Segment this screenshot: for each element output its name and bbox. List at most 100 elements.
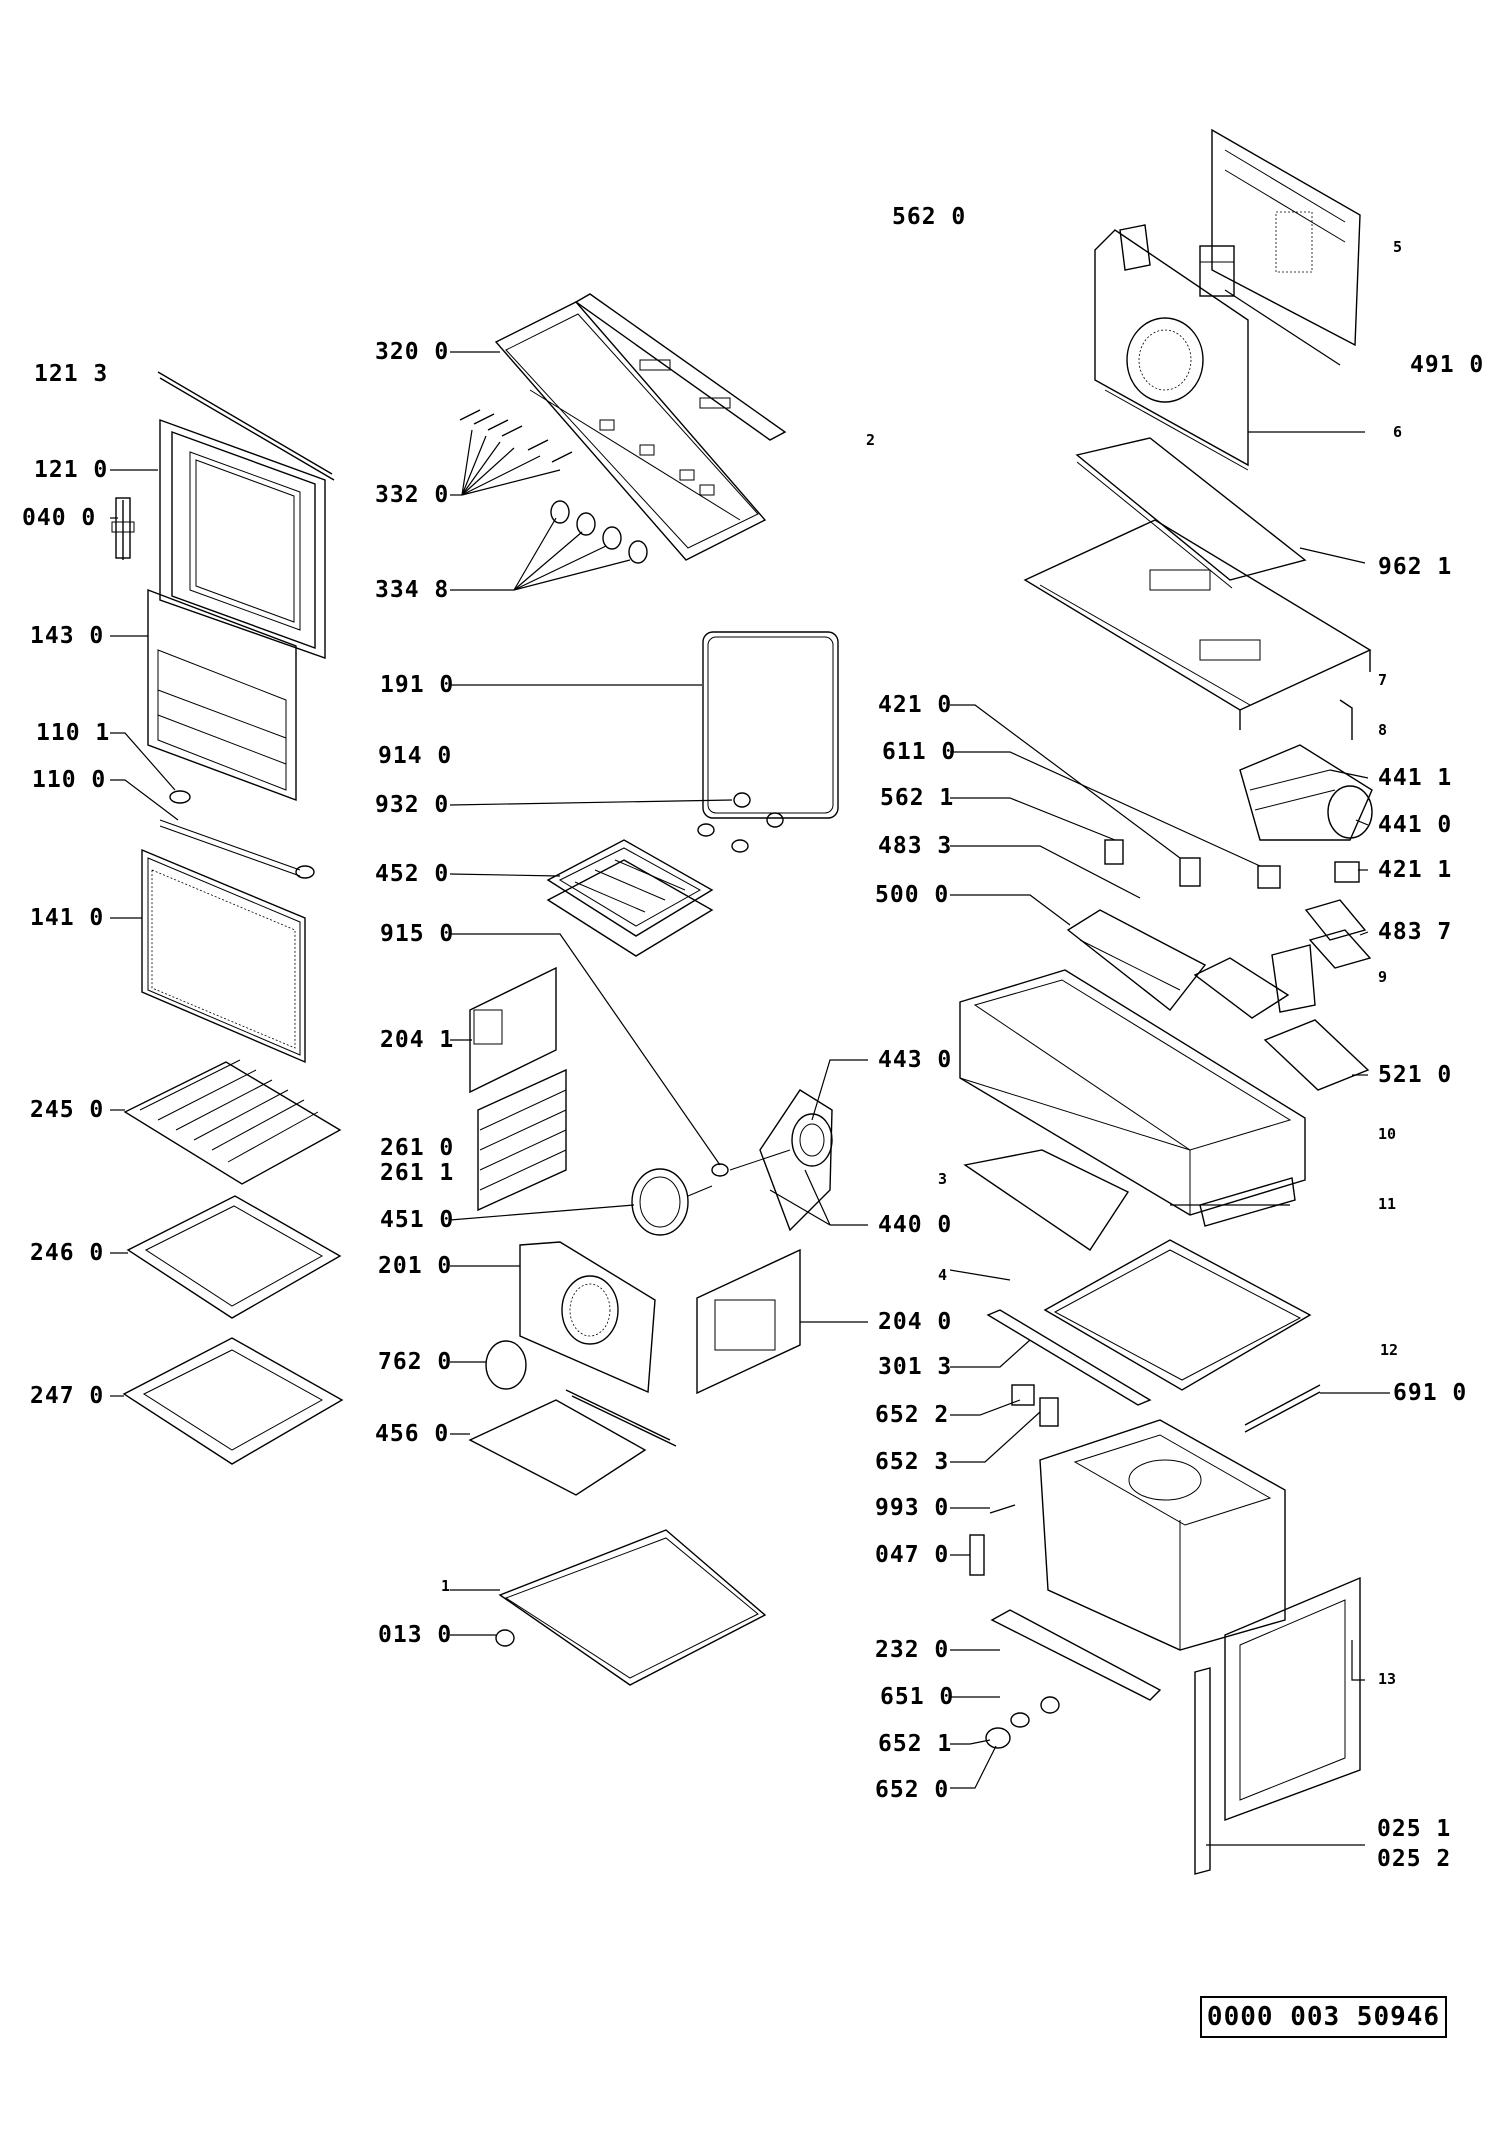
callout-201-0: 201 0 [378, 1253, 453, 1279]
callout-441-1: 441 1 [1378, 765, 1453, 791]
callout-652-2: 652 2 [875, 1402, 950, 1428]
callout-562-1: 562 1 [880, 785, 955, 811]
callout-652-3: 652 3 [875, 1449, 950, 1475]
callout-143-0: 143 0 [30, 623, 105, 649]
oven-bottom-plate [498, 1529, 767, 1686]
callout-013-0: 013 0 [378, 1622, 453, 1648]
control-panel-fascia [494, 301, 767, 561]
document-id-box: 0000 003 50946 [1200, 1996, 1447, 2038]
door-frame-side [1224, 1576, 1361, 1822]
callout-110-0: 110 0 [32, 767, 107, 793]
callout-932-0: 932 0 [375, 792, 450, 818]
circular-heating-element [631, 1168, 713, 1236]
timer-module [1066, 909, 1207, 1011]
index-13: 13 [1378, 1670, 1397, 1688]
index-9: 9 [1378, 968, 1388, 986]
fan-cover-disc [485, 1340, 527, 1390]
index-7: 7 [1378, 671, 1388, 689]
oven-shelf-rack [123, 1059, 342, 1185]
door-seal-strip [157, 371, 335, 481]
callout-121-3: 121 3 [34, 361, 109, 387]
callout-441-0: 441 0 [1378, 812, 1453, 838]
side-duct [963, 1149, 1130, 1251]
inner-back-panel [1094, 229, 1249, 471]
electronic-module [1263, 1019, 1370, 1091]
callout-651-0: 651 0 [880, 1684, 955, 1710]
callout-611-0: 611 0 [882, 739, 957, 765]
callout-483-3: 483 3 [878, 833, 953, 859]
index-8: 8 [1378, 721, 1388, 739]
front-trim-strip [1199, 1177, 1296, 1227]
insulation-strip [1075, 437, 1307, 589]
switches-group [1104, 839, 1360, 889]
relay-boards [1193, 899, 1372, 1019]
index-1: 1 [441, 1577, 451, 1595]
callout-452-0: 452 0 [375, 861, 450, 887]
index-6: 6 [1393, 423, 1403, 441]
callout-914-0: 914 0 [378, 743, 453, 769]
baking-tray-2 [122, 1337, 344, 1465]
foot-part [495, 1629, 515, 1647]
index-5: 5 [1393, 238, 1403, 256]
control-panel-strip [574, 293, 787, 441]
callout-491-0: 491 0 [1410, 352, 1485, 378]
callout-993-0: 993 0 [875, 1495, 950, 1521]
oven-cavity [1039, 1419, 1286, 1651]
callout-047-0: 047 0 [875, 1542, 950, 1568]
screw-part [989, 1504, 1016, 1514]
callout-261-0: 261 0 [380, 1135, 455, 1161]
callout-204-1: 204 1 [380, 1027, 455, 1053]
callout-421-0: 421 0 [878, 692, 953, 718]
callout-652-1: 652 1 [878, 1731, 953, 1757]
grill-heating-element [546, 839, 714, 957]
callout-025-2: 025 2 [1377, 1846, 1452, 1872]
rear-panel-fan-cover [519, 1241, 656, 1394]
callout-301-3: 301 3 [878, 1354, 953, 1380]
control-knobs [550, 500, 648, 564]
oven-door-gasket [702, 631, 839, 819]
callout-456-0: 456 0 [375, 1421, 450, 1447]
terminal-block [1199, 245, 1235, 297]
fan-motor-assembly [711, 1089, 833, 1232]
door-hinge-part [111, 497, 135, 560]
inner-door-glass [141, 848, 306, 1064]
callout-500-0: 500 0 [875, 882, 950, 908]
callout-261-1: 261 1 [380, 1160, 455, 1186]
callout-246-0: 246 0 [30, 1240, 105, 1266]
oven-top-housing [959, 969, 1306, 1216]
control-knobs-spindles [459, 409, 573, 463]
callout-232-0: 232 0 [875, 1637, 950, 1663]
callout-451-0: 451 0 [380, 1207, 455, 1233]
callout-191-0: 191 0 [380, 672, 455, 698]
door-hinge-vertical [1194, 1667, 1211, 1875]
screw-lamp-parts [697, 792, 784, 853]
callout-332-0: 332 0 [375, 482, 450, 508]
callout-247-0: 247 0 [30, 1383, 105, 1409]
callout-521-0: 521 0 [1378, 1062, 1453, 1088]
index-4: 4 [938, 1266, 948, 1284]
lamp-holder [1011, 1384, 1059, 1427]
index-12: 12 [1380, 1341, 1399, 1359]
index-10: 10 [1378, 1125, 1397, 1143]
outer-door-glass-frame [159, 419, 326, 659]
cable-clip [1339, 699, 1353, 740]
side-rack-panel-right [696, 1248, 801, 1395]
callout-204-0: 204 0 [878, 1309, 953, 1335]
hinge-pin-parts [985, 1696, 1060, 1749]
index-3: 3 [938, 1170, 948, 1188]
callout-691-0: 691 0 [1393, 1380, 1468, 1406]
small-bracket [1244, 1384, 1321, 1433]
callout-652-0: 652 0 [875, 1777, 950, 1803]
front-rail [990, 1609, 1162, 1701]
callout-025-1: 025 1 [1377, 1816, 1452, 1842]
door-clip-parts [159, 790, 315, 879]
index-11: 11 [1378, 1195, 1397, 1213]
callout-440-0: 440 0 [878, 1212, 953, 1238]
hinge-block [969, 1534, 985, 1576]
top-cover-plate [1023, 519, 1372, 730]
baking-tray-1 [126, 1195, 342, 1319]
callout-245-0: 245 0 [30, 1097, 105, 1123]
callout-040-0: 040 0 [22, 505, 97, 531]
